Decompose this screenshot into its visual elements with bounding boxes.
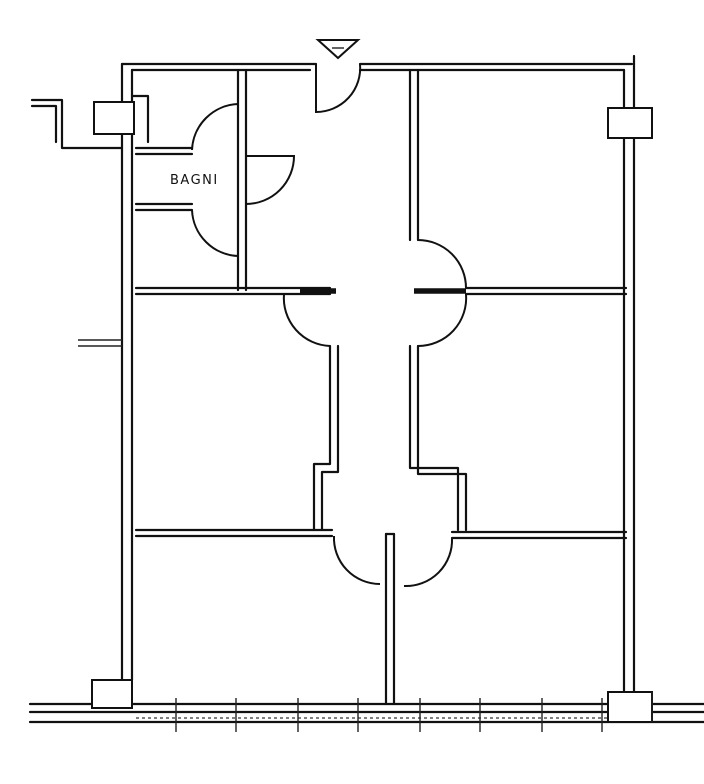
bathroom-door-3 [191, 209, 239, 257]
office-door-mid-left [282, 293, 331, 347]
office-door-bottom-right [403, 537, 454, 588]
pillar-top-right [607, 107, 653, 139]
pillar-top-left [93, 101, 135, 135]
pillar-bottom-left [91, 679, 133, 709]
bathroom-partitions [130, 68, 248, 292]
entrance-marker-icon [315, 39, 361, 60]
office-door-bottom-left [332, 535, 381, 586]
facade-window-marks [175, 698, 603, 732]
office-door-mid-right [417, 293, 468, 348]
bathroom-door-1 [191, 103, 239, 151]
office-door-top-right [417, 239, 467, 289]
room-label-bathrooms: BAGNI [170, 173, 219, 188]
pillar-bottom-right [607, 691, 653, 723]
entrance-door [315, 63, 362, 114]
bathroom-door-2 [245, 155, 296, 205]
utility-annex [30, 98, 124, 347]
outer-walls [28, 54, 704, 724]
corridor-walls [134, 68, 628, 706]
